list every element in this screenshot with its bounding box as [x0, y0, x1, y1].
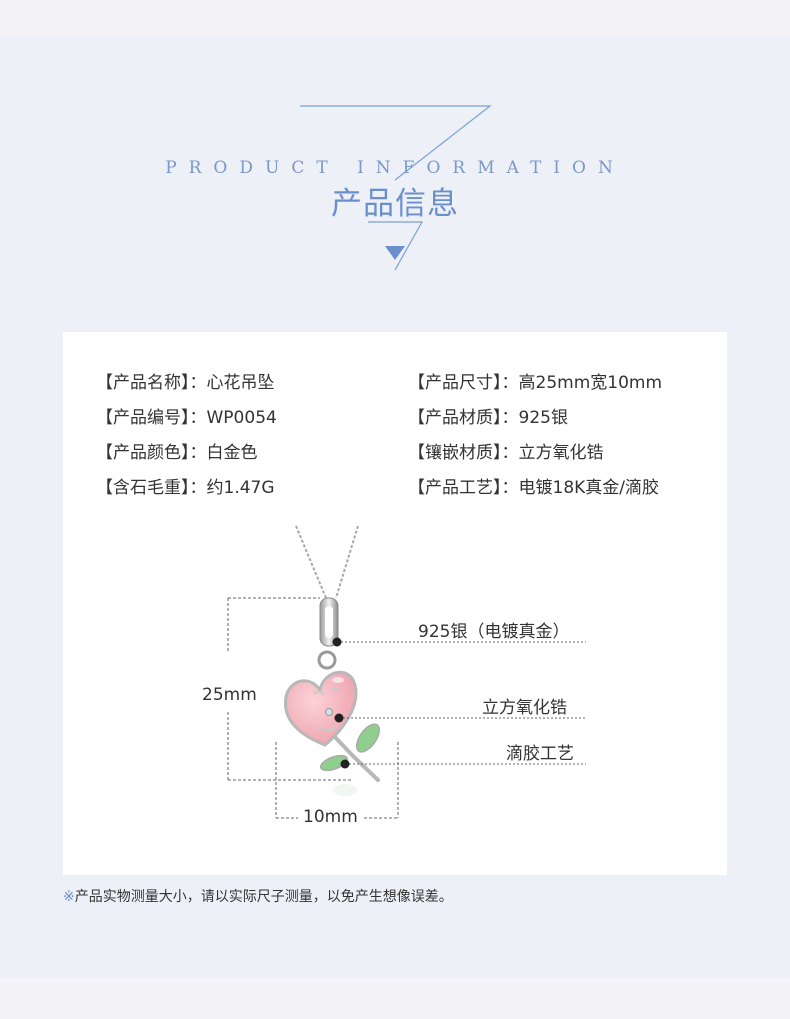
spec-code: 【产品编号】：WP0054	[96, 403, 277, 428]
note-mark: ※	[63, 889, 75, 905]
spec-name: 【产品名称】：心花吊坠	[96, 368, 275, 393]
height-label: 25mm	[202, 685, 257, 705]
spec-label: 【产品材质】：	[408, 408, 519, 428]
large-triangle-outline	[300, 105, 492, 181]
spec-value: 白金色	[206, 443, 258, 463]
spec-label: 【产品尺寸】：	[408, 373, 519, 393]
spec-label: 【产品颜色】：	[96, 443, 207, 463]
spec-value: 约1.47G	[206, 478, 275, 498]
filled-triangle-icon	[385, 246, 405, 260]
header-triangle-decoration	[300, 105, 492, 271]
spec-label: 【含石毛重】：	[96, 478, 207, 498]
spec-craft: 【产品工艺】：电镀18K真金/滴胶	[408, 473, 659, 498]
spec-value: 心花吊坠	[206, 373, 275, 393]
callout-craft: 滴胶工艺	[506, 744, 574, 764]
spec-material: 【产品材质】：925银	[408, 403, 568, 428]
spec-label: 【产品编号】：	[96, 408, 207, 428]
spec-weight: 【含石毛重】：约1.47G	[96, 473, 275, 498]
product-info-card	[63, 332, 727, 875]
measurement-note: ※产品实物测量大小，请以实际尺子测量，以免产生想像误差。	[63, 886, 453, 906]
spec-value: WP0054	[206, 408, 277, 428]
spec-label: 【镶嵌材质】：	[408, 443, 519, 463]
spec-value: 电镀18K真金/滴胶	[518, 478, 660, 498]
spec-value: 925银	[518, 408, 568, 428]
note-text: 产品实物测量大小，请以实际尺子测量，以免产生想像误差。	[74, 889, 453, 905]
spec-color: 【产品颜色】：白金色	[96, 438, 258, 463]
width-label: 10mm	[303, 807, 358, 827]
small-triangle-outline	[368, 221, 424, 271]
spec-label: 【产品工艺】：	[408, 478, 519, 498]
spec-size: 【产品尺寸】：高25mm宽10mm	[408, 368, 662, 393]
callout-material: 925银（电镀真金）	[418, 622, 570, 642]
spec-value: 立方氧化锆	[518, 443, 604, 463]
spec-inlay: 【镶嵌材质】：立方氧化锆	[408, 438, 604, 463]
spec-value: 高25mm宽10mm	[518, 373, 663, 393]
english-title: PRODUCT INFORMATION	[165, 158, 625, 178]
chinese-title: 产品信息	[331, 186, 459, 222]
spec-label: 【产品名称】：	[96, 373, 207, 393]
callout-inlay: 立方氧化锆	[482, 698, 567, 718]
